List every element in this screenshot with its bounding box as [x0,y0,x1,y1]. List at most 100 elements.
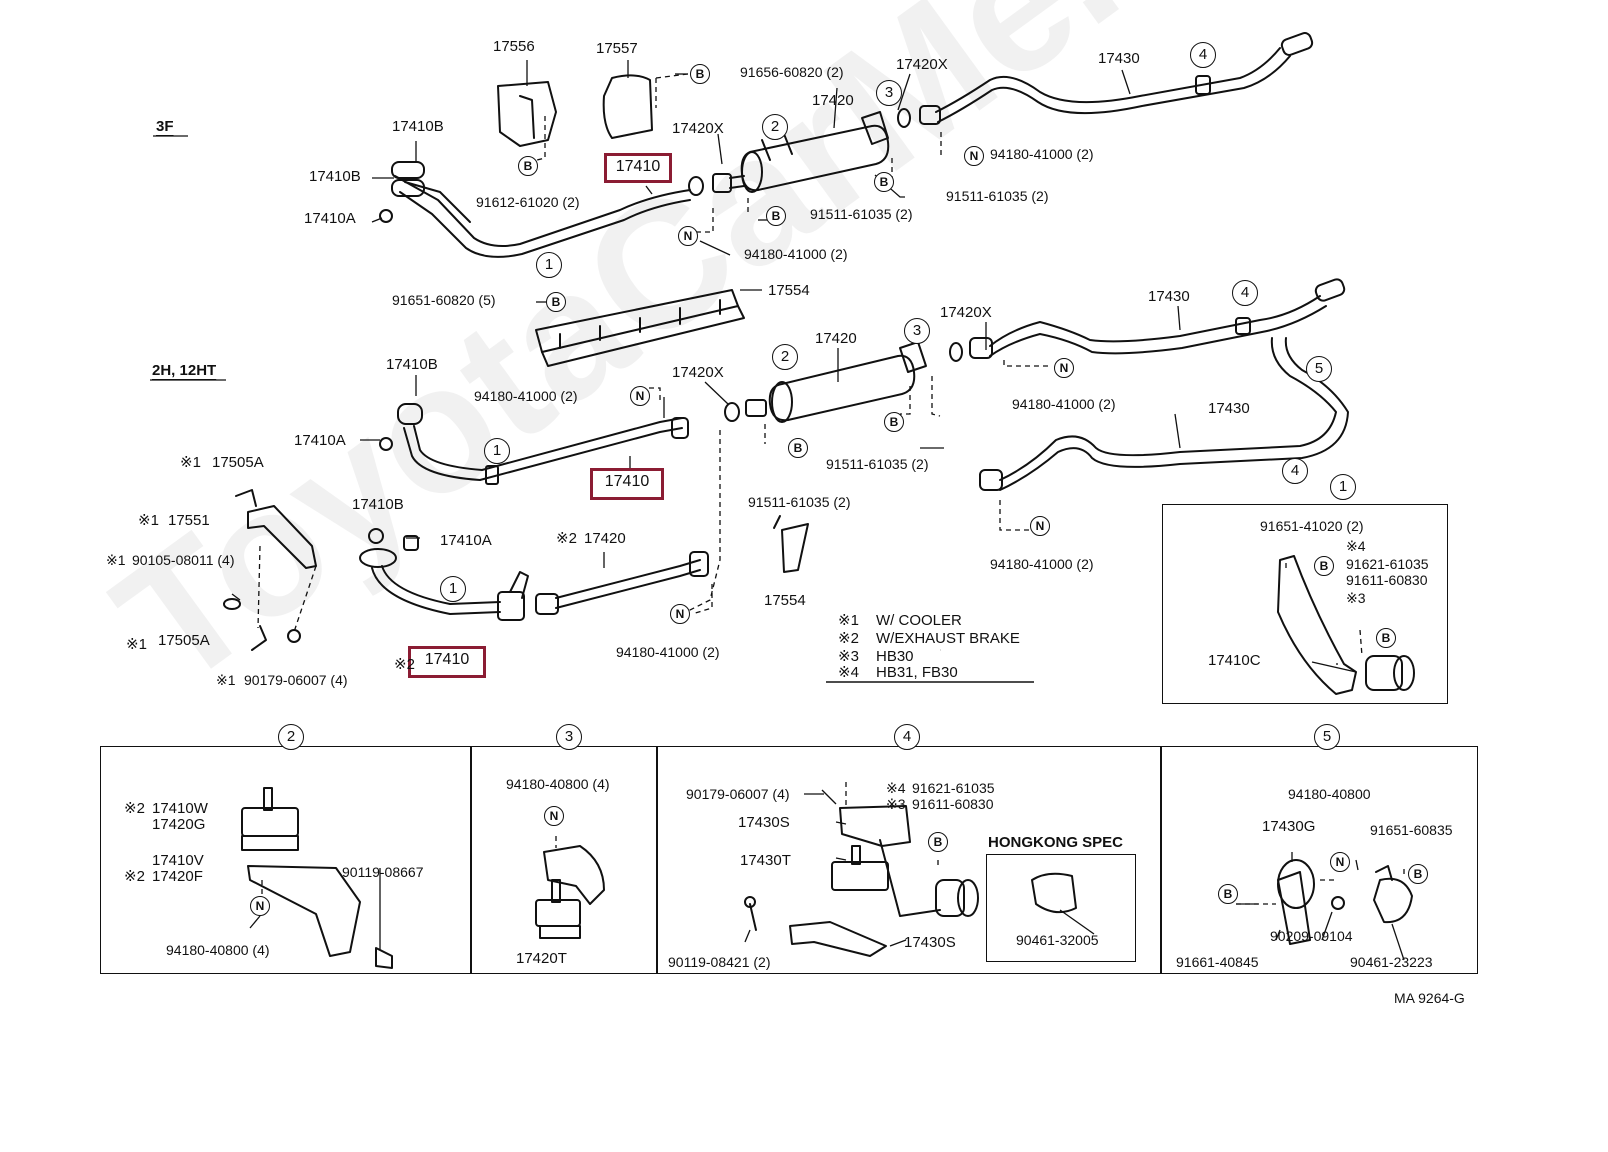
part-17420: 17420 [584,530,626,547]
callout-2: 2 [762,114,788,140]
bracket-17410c [1277,555,1415,695]
part-17420: 17420 [812,92,854,109]
mark-note-2: ※2 [124,868,145,885]
mark-note-1: ※1 [126,636,147,653]
bracket-17554-small [773,515,809,573]
part-91511-61035: 91511-61035 (2) [826,456,929,472]
bolt-marker: B [1314,556,1334,576]
panel-divider [656,746,658,974]
callout-3: 3 [904,318,930,344]
tailpipe-2h-upper [949,278,1346,362]
hongkong-spec-title: HONGKONG SPEC [988,834,1124,851]
callout-2: 2 [772,344,798,370]
bolt-marker: B [690,64,710,84]
part-17410a: 17410A [440,532,492,549]
part-17410b: 17410B [309,168,361,185]
part-17420: 17420 [815,330,857,347]
part-90179-06007: 90179-06007 (4) [686,786,790,802]
part-91511-61035: 91511-61035 (2) [810,206,913,222]
legend-key-1: ※1 [838,612,859,629]
nut-marker: N [964,146,984,166]
callout-3: 3 [876,80,902,106]
bolt-marker: B [788,438,808,458]
part-17410b: 17410B [352,496,404,513]
heat-insulator-17554 [535,289,745,367]
part-94180-41000: 94180-41000 (2) [990,146,1094,162]
figure-code: MA 9264-G [1394,990,1465,1006]
part-91651-60820: 91651-60820 (5) [392,292,496,308]
mark-note-1: ※1 [106,552,126,568]
part-17420t: 17420T [516,950,567,967]
part-17430s: 17430S [904,934,956,951]
highlight-17410-3f[interactable]: 17410 [604,153,672,183]
part-91612-61020: 91612-61020 (2) [476,194,580,210]
part-91611-60830: 91611-60830 [912,796,994,812]
nut-marker: N [630,386,650,406]
part-91621-61035: 91621-61035 [1346,556,1429,572]
part-17430: 17430 [1148,288,1190,305]
part-17554: 17554 [768,282,810,299]
mark-note-1: ※1 [216,672,236,688]
highlight-17410-2h[interactable]: 17410 [590,468,664,500]
part-91511-61035: 91511-61035 (2) [946,188,1049,204]
mark-note-4: ※4 [1346,538,1366,554]
part-90105-08011: 90105-08011 (4) [132,552,235,568]
detail-label-2: 2 [278,724,304,750]
part-94180-41000: 94180-41000 (2) [1012,396,1116,412]
legend-key-4: ※4 [838,664,859,681]
part-91661-40845: 91661-40845 [1176,954,1259,970]
part-17410v: 17410V [152,852,204,869]
bolt-marker: B [874,172,894,192]
part-94180-41000: 94180-41000 (2) [474,388,578,404]
callout-1: 1 [484,438,510,464]
part-90461-23223: 90461-23223 [1350,954,1433,970]
part-17410w: 17410W [152,800,208,817]
part-17420x: 17420X [672,120,724,137]
mount-17430t [744,805,979,957]
nut-marker: N [1030,516,1050,536]
callout-4: 4 [1190,42,1216,68]
legend-key-2: ※2 [838,630,859,647]
nut-marker: N [678,226,698,246]
heat-insulator-17556 [497,81,557,147]
muffler-2h [724,341,927,423]
part-17557: 17557 [596,40,638,57]
hanger-17430g [1277,859,1413,945]
mark-note-3: ※3 [1346,590,1366,606]
mark-note-2: ※2 [556,530,577,547]
detail-box-1 [1162,504,1448,704]
tailpipe-3f [897,32,1314,128]
tailpipe-2h-lower [979,337,1349,491]
nut-marker: N [250,896,270,916]
part-17420x: 17420X [940,304,992,321]
part-94180-40800: 94180-40800 (4) [166,942,270,958]
detail-label-5: 5 [1314,724,1340,750]
bolt-marker: B [928,832,948,852]
bolt-marker: B [884,412,904,432]
highlight-17410-brake[interactable]: 17410 [408,646,486,678]
bolt-marker: B [766,206,786,226]
nut-marker: N [544,806,564,826]
muffler-clamps-3f [761,111,889,161]
panel-divider [1160,746,1162,974]
manifold-flange-3f [379,161,425,223]
part-17420x: 17420X [896,56,948,73]
detail-label-3: 3 [556,724,582,750]
detail-label-4: 4 [894,724,920,750]
part-90119-08421: 90119-08421 (2) [668,954,771,970]
section-2h-12ht: 2H, 12HT [152,362,217,379]
nut-marker: N [1330,852,1350,872]
detail-panels-frame [100,746,1478,974]
part-17551: 17551 [168,512,210,529]
section-3f: 3F [156,118,174,135]
part-17505a: 17505A [158,632,210,649]
part-17420f: 17420F [152,868,203,885]
part-90209-09104: 90209-09104 [1270,928,1353,944]
part-17420g: 17420G [152,816,206,833]
heat-insulator-17557 [602,74,653,139]
part-17554: 17554 [764,592,806,609]
part-90461-32005: 90461-32005 [1016,932,1099,948]
bolt-marker: B [1408,864,1428,884]
bolt-marker: B [546,292,566,312]
legend-value-2: W/EXHAUST BRAKE [876,630,1020,647]
